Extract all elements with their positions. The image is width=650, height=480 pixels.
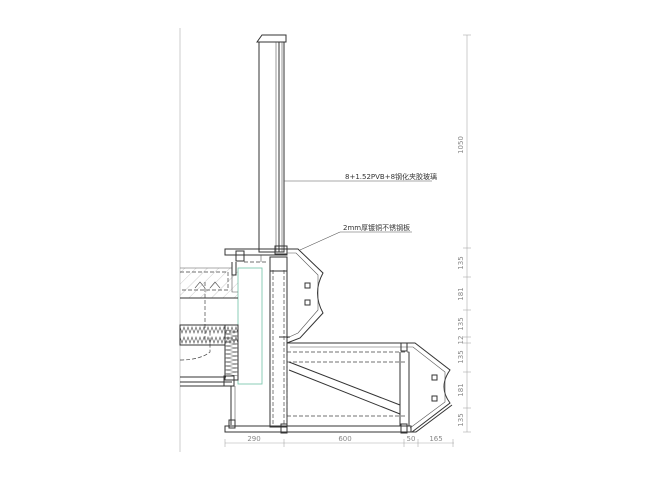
dim-135-c: 135 [457,350,465,363]
dim-135-b: 135 [457,317,465,330]
lower-box-frame [286,342,451,433]
ceiling-board [180,375,236,425]
insulation [179,324,239,381]
dim-50: 50 [407,435,416,443]
steel-column [269,256,288,428]
top-steel-plate [224,248,288,276]
upper-stainless-cladding [279,248,324,344]
dim-135-a: 135 [457,256,465,269]
leader-lines [284,180,432,251]
bottom-steel-plate [224,404,453,434]
horizontal-dimension-line [224,439,454,447]
dim-165: 165 [429,435,442,443]
plate-spec-label: 2mm厚镀铜不锈钢板 [343,223,410,232]
dim-1050: 1050 [457,136,465,154]
concrete-structure [179,267,263,385]
dim-181-a: 181 [457,287,465,300]
dim-135-d: 135 [457,413,465,426]
dim-181-b: 181 [457,383,465,396]
glass-spec-label: 8+1.52PVB+8钢化夹胶玻璃 [345,172,437,181]
laminated-glass-panel [256,34,288,255]
vertical-dimension-line [463,34,471,433]
dim-12: 12 [457,336,465,345]
dim-290: 290 [247,435,260,443]
dim-600: 600 [338,435,351,443]
